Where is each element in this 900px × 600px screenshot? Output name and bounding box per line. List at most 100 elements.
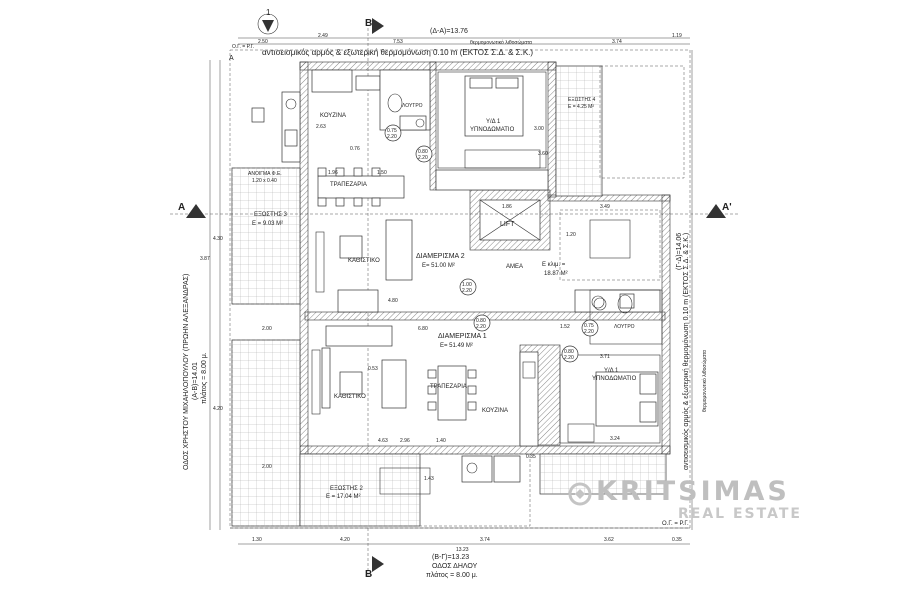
dim-inner-11: 3.49 (600, 204, 610, 210)
top-total-dim: (Δ-Α)=13.76 (430, 28, 468, 35)
room-kitchen-top: ΚΟΥΖΙΝΑ (320, 113, 346, 119)
room-kitchen-bottom: ΚΟΥΖΙΝΑ (482, 408, 508, 414)
room-dining-bottom: ΤΡΑΠΕΖΑΡΙΑ (430, 384, 467, 390)
kitchen-top-fixtures (251, 69, 381, 163)
vent-opening-title: ΑΝΟΙΓΜΑ Φ.Ε. (248, 171, 282, 177)
dim-inner-8: 4.63 (378, 438, 388, 444)
room-bedroom-top-2: ΥΠΝΟΔΩΜΑΤΙΟ (470, 127, 515, 133)
dim-inner-6: 4.80 (388, 298, 398, 304)
dim-inner-23: 0.53 (368, 366, 378, 372)
wall-bath-bedroom (429, 61, 437, 191)
dim-inner-9: 3.71 (600, 354, 610, 360)
room-bath-right: ΛΟΥΤΡΟ (614, 324, 635, 330)
common-area-title: E κλιμ. = (542, 262, 566, 268)
dining-top-furniture (317, 167, 405, 207)
top-dim-1: 2.49 (318, 33, 328, 39)
top-insulation-strip: θερμομονωτικό λιθοσώματα (470, 39, 532, 46)
room-bedroom-bottom-2: ΥΠΝΟΔΩΜΑΤΙΟ (592, 376, 637, 382)
section-a-left-arrow (186, 204, 206, 218)
dim-inner-19: 2.96 (400, 438, 410, 444)
dim-inner-17: 4.20 (213, 406, 223, 412)
section-b-top-label: B (365, 18, 372, 29)
room-living-top: ΚΑΘΙΣΤΙΚΟ (348, 258, 380, 264)
svg-text:0.752.20: 0.752.20 (387, 128, 397, 140)
north-label: 1 (266, 8, 271, 17)
top-dim-4: 1.19 (672, 33, 682, 39)
watermark-logo-icon (568, 482, 592, 506)
dim-inner-1: 2.63 (316, 124, 326, 130)
dim-inner-14: 3.60 (538, 151, 548, 157)
top-joint-note: αντισεισμικός αρμός & εξωτερική θερμομόν… (262, 48, 533, 57)
svg-text:0.752.20: 0.752.20 (584, 323, 594, 335)
room-bedroom-bottom-1: Υ/Δ 1 (604, 368, 619, 374)
section-b-top-arrow (372, 18, 384, 34)
left-street-name: ΟΔΟΣ ΧΡΗΣΤΟΥ ΜΙΧΑΗΛΟΠΟΥΛΟΥ (ΠΡΩΗΝ ΑΛΕΞΑΝ… (183, 274, 190, 470)
balcony-3-title: ΕΞΩΣΤΗΣ 3 (254, 212, 287, 218)
section-b-bottom-label: B (365, 569, 372, 580)
balcony-4-area: E = 4.25 M² (568, 104, 594, 110)
balcony-left-bottom (231, 339, 301, 527)
svg-text:1.002.20: 1.002.20 (462, 282, 472, 294)
dim-inner-22: 1.40 (436, 438, 446, 444)
dining-bottom-furniture (427, 365, 477, 421)
apt1-title: ΔΙΑΜΕΡΙΣΜΑ 1 (438, 333, 487, 340)
dim-inner-3: 1.96 (328, 170, 338, 176)
bottom-total: (Β-Γ)=13.23 (432, 554, 469, 561)
balcony-3-area: E = 9.03 M² (252, 221, 283, 227)
bath-right-fixtures (589, 289, 663, 345)
apt2-area: E= 51.00 M² (422, 263, 455, 269)
dim-inner-18: 3.87 (200, 256, 210, 262)
corridor-block (435, 169, 549, 191)
balcony-4-title: ΕΞΩΣΤΗΣ 4 (568, 97, 596, 103)
bottom-dim-0: 1.30 (252, 537, 262, 543)
room-dining-top: ΤΡΑΠΕΖΑΡΙΑ (330, 182, 367, 188)
apt2-title: ΔΙΑΜΕΡΙΣΜΑ 2 (416, 253, 465, 260)
dim-inner-12: 1.52 (560, 324, 570, 330)
corner-a-label: Α (229, 55, 234, 62)
dim-inner-21: 1.86 (502, 204, 512, 210)
section-a-left-label: A (178, 202, 185, 213)
left-street-total: (Α-Β)=14.01 (192, 362, 199, 400)
north-arrow: 1 (257, 8, 279, 35)
left-street-label: ΟΔΟΣ ΧΡΗΣΤΟΥ ΜΙΧΑΗΛΟΠΟΥΛΟΥ (ΠΡΩΗΝ ΑΛΕΞΑΝ… (183, 274, 208, 470)
section-b-bottom-arrow (372, 556, 384, 572)
right-side-label: αντισεισμικός αρμός & εξωτερική θερμομόν… (676, 233, 690, 470)
bottom-border-label: Ο.Γ. = Ρ.Γ. (662, 521, 689, 527)
kitchen-bottom-counter (519, 351, 539, 447)
apt1-area: E= 51.49 M² (440, 343, 473, 349)
bottom-sum: 13.23 (456, 547, 469, 553)
balcony-2 (299, 453, 667, 527)
dim-inner-2: 3.00 (534, 126, 544, 132)
balcony-2-area: E = 17.04 M² (326, 494, 361, 500)
dim-inner-24: 2.00 (262, 464, 272, 470)
room-amea: ΑΜΕΑ (506, 264, 523, 270)
balcony-4 (555, 65, 685, 197)
room-bedroom-top-1: Υ/Δ 1 (486, 119, 501, 125)
room-living-bottom: ΚΑΘΙΣΤΙΚΟ (334, 394, 366, 400)
right-insulation-label: θερμομονωτικό λιθοσώματα (701, 350, 708, 412)
watermark: KRITSIMAS REAL ESTATE (560, 476, 830, 522)
right-total-dim: (Γ-Δ)=14.06 (676, 233, 683, 270)
svg-text:0.802.20: 0.802.20 (476, 318, 486, 330)
right-joint-note: αντισεισμικός αρμός & εξωτερική θερμομόν… (682, 233, 690, 470)
dim-inner-13: 1.20 (566, 232, 576, 238)
watermark-name: KRITSIMAS (596, 476, 790, 507)
common-area-value: 18.87 M² (544, 271, 568, 277)
bottom-dim-3: 3.62 (604, 537, 614, 543)
left-street-width: πλάτος = 8.00 μ. (200, 352, 208, 404)
dim-inner-7: 6.80 (418, 326, 428, 332)
room-bath-top: ΛΟΥΤΡΟ (402, 103, 423, 109)
bottom-dim-2: 3.74 (480, 537, 490, 543)
dim-inner-10: 3.24 (610, 436, 620, 442)
top-dim-3: 3.74 (612, 39, 622, 45)
bottom-dim-4: 0.35 (672, 537, 682, 543)
dim-inner-20: 0.35 (526, 454, 536, 460)
dim-inner-15: 4.30 (213, 236, 223, 242)
right-insulation: θερμομονωτικό λιθοσώματα (701, 350, 708, 412)
bottom-width: πλάτος = 8.00 μ. (426, 571, 478, 579)
